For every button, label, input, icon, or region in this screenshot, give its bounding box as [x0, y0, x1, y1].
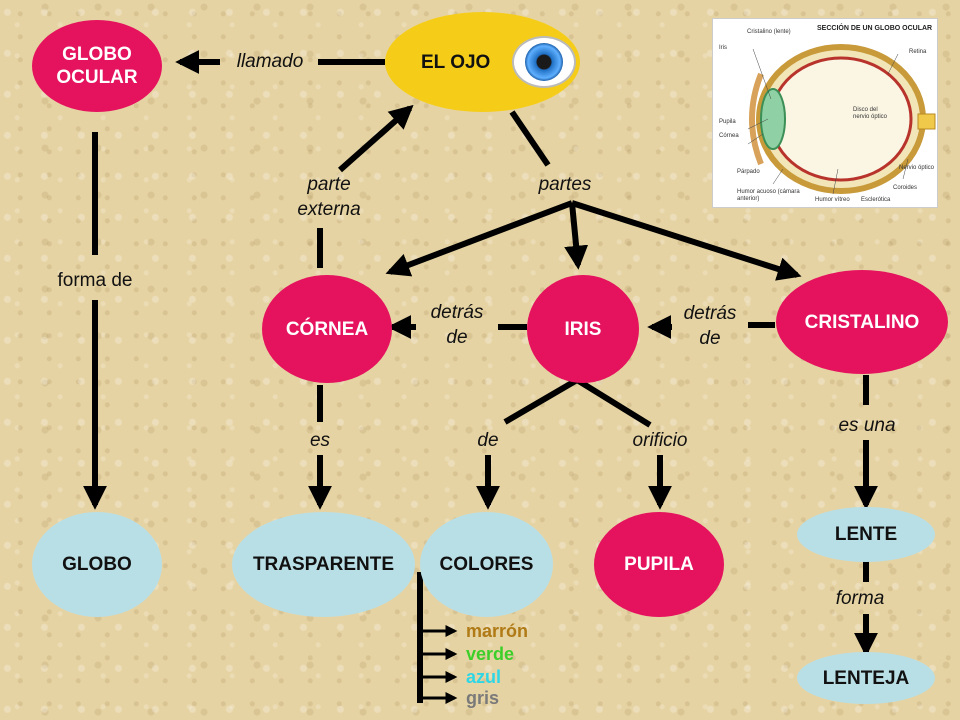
- color-item-marron: marrón: [466, 621, 529, 641]
- label-es-una: es una: [838, 415, 896, 436]
- label-de: de: [477, 430, 499, 451]
- node-cristalino: CRISTALINO: [776, 270, 948, 374]
- eye-section-drawing: [747, 44, 936, 195]
- node-pupila: PUPILA: [594, 512, 724, 617]
- inset-part-humor-acuoso: Humor acuoso (cámara anterior): [737, 189, 800, 202]
- inset-part-cornea: Córnea: [719, 133, 739, 139]
- inset-part-nervio-optico: Nervio óptico: [899, 165, 935, 171]
- node-lente-label: LENTE: [834, 524, 898, 545]
- color-item-verde: verde: [466, 644, 515, 664]
- node-colores-label: COLORES: [439, 554, 534, 575]
- arrow-partes-cristalino: [571, 200, 802, 281]
- node-cristalino-label: CRISTALINO: [804, 311, 920, 333]
- inset-part-coroides: Coroides: [893, 185, 918, 191]
- eye-icon: [512, 36, 576, 88]
- node-globo-label: GLOBO: [62, 554, 132, 575]
- color-item-azul: azul: [466, 667, 502, 687]
- node-globo-ocular-label: GLOBO OCULAR: [56, 44, 138, 88]
- arrow-partes-iris: [564, 202, 589, 270]
- node-trasparente-label: TRASPARENTE: [252, 554, 395, 575]
- inset-part-esclerotica: Esclerótica: [861, 197, 891, 203]
- label-es: es: [309, 430, 331, 451]
- inset-part-disco-nervio: Disco del nervio óptico: [853, 107, 888, 120]
- label-partes: partes: [538, 174, 592, 195]
- node-cornea-label: CÓRNEA: [285, 318, 369, 340]
- arrow-parte-externa-el-ojo: [338, 104, 414, 173]
- inset-part-cristalino: Cristalino (lente): [747, 29, 791, 35]
- node-colores: COLORES: [420, 512, 553, 617]
- node-pupila-label: PUPILA: [624, 554, 694, 575]
- label-detras-de-1: detrás de: [430, 302, 484, 348]
- node-globo: GLOBO: [32, 512, 162, 617]
- node-globo-ocular: GLOBO OCULAR: [32, 20, 162, 112]
- eye-section-illustration: SECCIÓN DE UN GLOBO OCULAR Cristalino (l…: [712, 18, 938, 208]
- label-orificio: orificio: [632, 430, 688, 451]
- node-iris-label: IRIS: [564, 318, 602, 340]
- line-el-ojo-partes: [509, 110, 551, 167]
- line-iris-orificio: [575, 377, 652, 428]
- label-forma-de: forma de: [57, 270, 133, 291]
- node-cornea: CÓRNEA: [262, 275, 392, 383]
- node-iris: IRIS: [527, 275, 639, 383]
- label-llamado: llamado: [236, 51, 304, 72]
- arrow-partes-cornea: [385, 200, 574, 277]
- node-lente: LENTE: [797, 507, 935, 562]
- label-parte-externa: parte externa: [297, 174, 361, 220]
- inset-part-pupila: Pupila: [719, 119, 736, 125]
- inset-part-retina: Retina: [909, 49, 927, 55]
- line-iris-de: [503, 377, 579, 425]
- node-lenteja: LENTEJA: [797, 652, 935, 704]
- inset-title: SECCIÓN DE UN GLOBO OCULAR: [817, 25, 933, 32]
- inset-part-humor-vitreo: Humor vítreo: [815, 197, 850, 203]
- inset-part-parpado: Párpado: [737, 169, 760, 175]
- color-item-gris: gris: [466, 688, 500, 708]
- label-detras-de-2: detrás de: [683, 303, 737, 349]
- node-trasparente: TRASPARENTE: [232, 512, 415, 617]
- inset-part-iris: Iris: [719, 45, 727, 51]
- label-forma: forma: [835, 588, 885, 609]
- node-lenteja-label: LENTEJA: [822, 667, 910, 689]
- node-el-ojo-label: EL OJO: [421, 51, 491, 73]
